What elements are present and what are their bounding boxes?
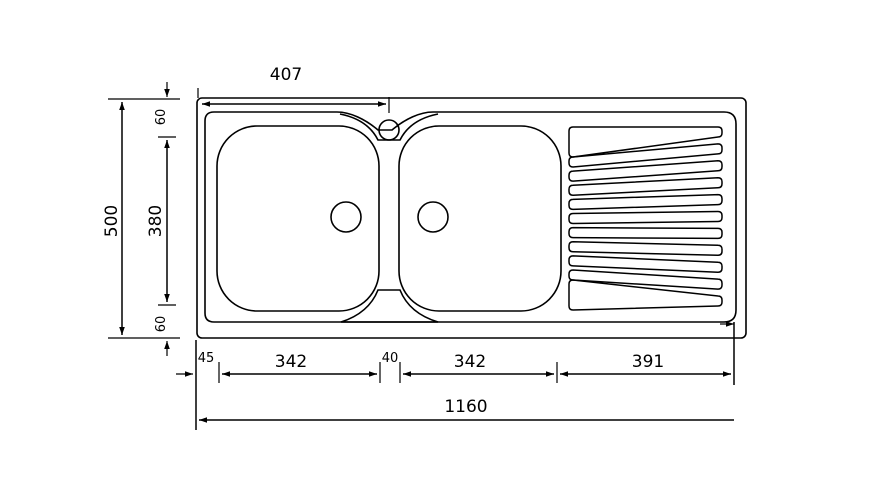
drainer-groove [568,240,723,257]
drainer-groove [568,160,723,182]
drainer-groove [568,176,723,197]
dim-label-60-top: 60 [154,109,169,126]
tap-hole [378,119,400,141]
dim-label-391: 391 [632,352,664,372]
drainer-groove [568,255,723,273]
right-drain [417,201,449,233]
dim-label-342-right: 342 [454,352,486,372]
left-drain [330,201,362,233]
dim-label-407: 407 [270,65,302,85]
drainer-groove [568,269,723,290]
drainer-groove [568,143,723,168]
drainer-groove [568,279,723,311]
drainer-grooves [568,126,723,311]
dim-label-45: 45 [198,351,215,366]
sink-outer-edge [196,97,747,339]
sink-inner-edge [204,111,737,323]
drainer-groove [568,126,723,158]
drainer-groove [568,193,723,211]
dim-label-380: 380 [146,205,166,237]
left-bowl [216,125,380,312]
divider-top-curve [339,113,439,141]
dim-label-342-left: 342 [275,352,307,372]
drainer-groove [568,210,723,225]
dim-label-1160: 1160 [444,397,487,417]
sink-outline [196,97,747,339]
dim-label-500: 500 [102,205,122,237]
divider-bottom-shape [340,289,439,323]
dim-label-40: 40 [382,351,399,366]
drainer-groove [568,226,723,240]
dim-label-60-bottom: 60 [154,316,169,333]
right-bowl [398,125,562,312]
